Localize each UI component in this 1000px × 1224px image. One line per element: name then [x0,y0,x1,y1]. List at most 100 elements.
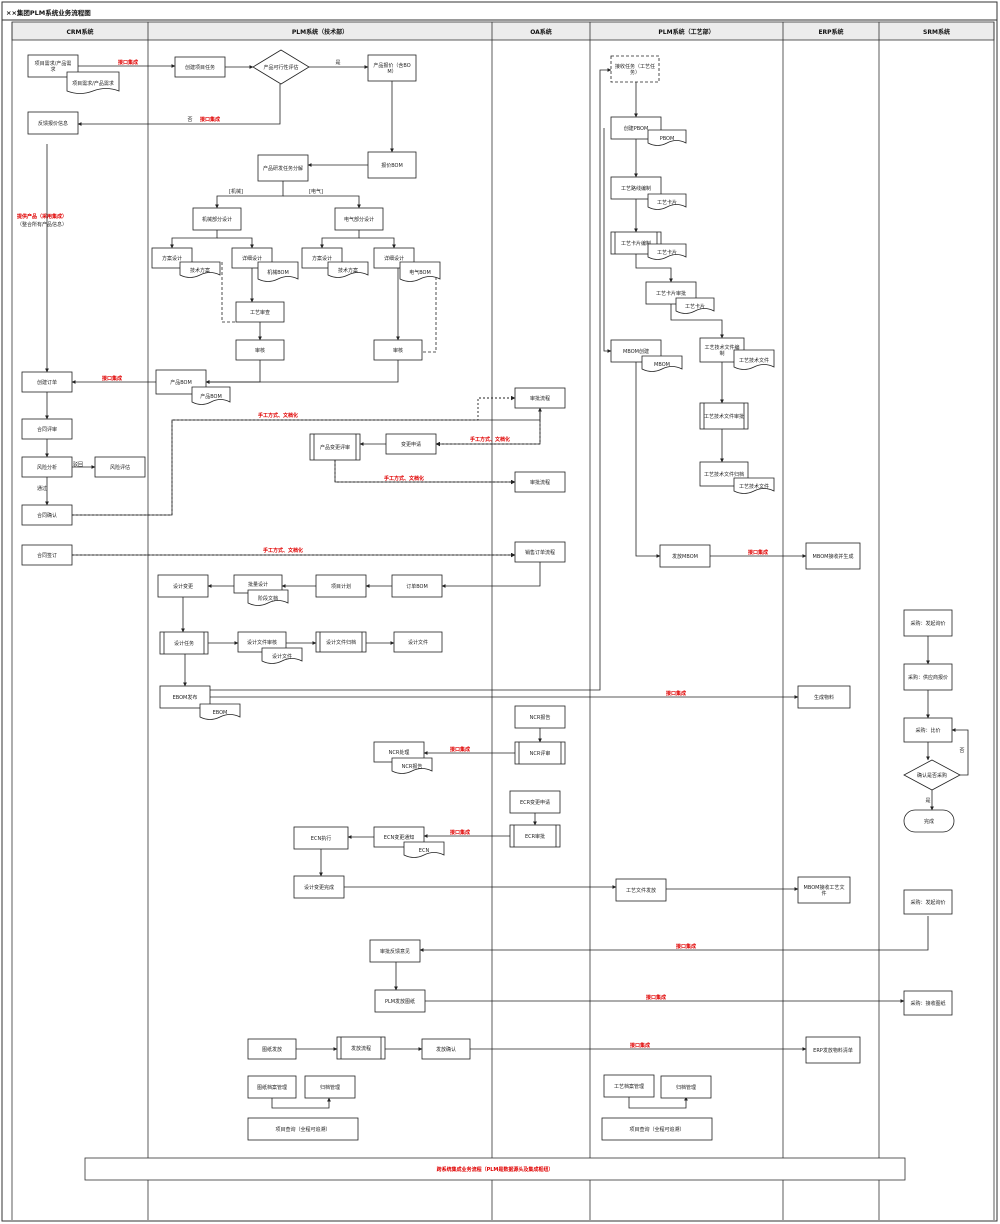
flow-node-label: NCR报告 [530,714,551,721]
flow-node-label: EBOM发布 [173,694,198,701]
edge-label-manual: 手工方式、文档化 [258,412,298,419]
flow-node-label: 工艺档案管理 [614,1083,644,1090]
edge-label-need-elec: [电气] [309,188,323,195]
flow-node-label: 审批反馈意见 [380,948,410,955]
flow-node-label: 设计文件 [408,639,428,646]
flow-node-label: 详细设计 [384,255,404,262]
flow-node-label: 设计变更 [173,583,193,590]
flow-edge [205,360,261,384]
flow-node-plm-doc-archive-doc: 设计文件 [393,631,443,653]
flow-node-oa-contract: 销售订单流程 [514,541,566,563]
flow-node-pp-card-review-doc: 工艺卡片 [675,297,715,314]
flow-node-crm-need-doc: 项目需求/产品需求 [66,71,120,94]
flow-node-plm-archive1: 图纸档案管理 [247,1075,297,1099]
flow-node-label: 项目查询（全程可追溯） [629,1126,684,1133]
flow-node-label: 采购：比价 [915,727,940,734]
flow-node-label: 产品BOM [200,393,222,400]
edge-label-integration: 接口集成 [629,1042,650,1049]
flow-node-label: 工艺卡片审批 [656,290,686,297]
flow-edge-manual [334,460,516,485]
flow-node-oa-ecr: ECR变更申请 [509,790,561,814]
edge-label-yes: 是 [335,60,340,66]
flow-node-label: 工艺技术文件归档 [704,471,744,478]
flow-node-plm-process-review: 工艺审查 [235,301,285,323]
flow-node-label: 工艺技术文件 [739,483,769,490]
flow-node-pp-mbom-doc: MBOM [641,355,683,372]
edge-label-need-mech: [机械] [229,188,243,195]
lane-title: SRM系统 [923,28,950,36]
flow-edge [283,195,361,209]
flow-node-label: 采购：发起询价 [910,620,945,627]
flow-edge-return [221,262,236,323]
flow-edge [419,916,929,952]
flow-node-label: ERP发放物料清单 [813,1047,853,1054]
flow-node-label: 阶段文档 [258,595,278,602]
flow-edge [77,84,281,126]
flow-node-plm-change-apply: 变更申请 [385,433,437,455]
flow-node-label: 工艺审查 [250,309,270,316]
flow-node-plm-issue-flow: 发放流程 [336,1036,386,1060]
flow-edge [217,237,254,249]
flow-node-label: 产品BOM [170,379,192,386]
flow-node-label: EBOM [213,710,228,716]
flow-node-label: 项目计划 [331,583,351,590]
flow-node-plm-mech-scheme-doc: 技术方案 [179,261,221,278]
flow-node-plm-dev-task: 产品研发任务分解 [257,154,309,182]
edge-label-no: 否 [187,117,192,123]
flow-node-label: 机械部分设计 [202,216,232,223]
flow-node-crm-order: 创建订单 [21,371,73,393]
flow-edge [441,562,541,588]
flow-node-label: 审核 [393,347,403,354]
edge-label-reject: 驳回 [73,461,83,468]
flow-node-oa-ncr-report: NCR报告 [514,705,566,729]
flow-node-pp-query: 项目查询（全程可追溯） [601,1117,713,1141]
flow-node-plm-archive2: 归档管理 [304,1075,356,1099]
flow-edge [320,230,360,249]
flow-node-crm-need: 项目需求/产品需求 [27,54,79,78]
flow-node-label: NCR评审 [530,750,551,757]
edge-label-integration: 接口集成 [199,116,220,123]
flow-node-plm-issue: 图纸发放 [247,1038,297,1060]
flow-node-pp-route: 工艺路线编制 [610,176,662,200]
flow-node-plm-review-feedback: 审批反馈意见 [369,939,421,963]
lane-title: PLM系统（技术部） [292,28,348,36]
flow-edge [359,237,396,249]
flow-node-label: 生成物料 [814,694,834,701]
flow-node-label: 工艺卡片 [657,199,677,206]
flow-node-crm-feedback: 反馈报价信息 [27,111,79,135]
flow-node-erp-mbom: MBOM接收并生成 [805,542,861,570]
flow-node-label: 图纸发放 [262,1046,282,1053]
flow-node-plm-ncr-doc: NCR报告 [391,757,433,774]
edge-label-dev: 提供产品（采用集成） [17,213,67,220]
flow-node-oa-ncr-review: NCR评审 [514,741,566,765]
flow-node-label: 审批流程 [530,395,550,402]
flow-node-label: 工艺卡片 [657,249,677,256]
flow-node-plm-change-review: 产品变更评审 [309,433,361,461]
flow-node-crm-contract: 合同评审 [21,418,73,440]
flow-node-label: 图纸档案管理 [257,1084,287,1091]
flow-node-label: NCR报告 [402,763,423,770]
flow-node-label: MBOM创建 [623,348,649,355]
flow-node-plm-query1: 项目查询（全程可追溯） [247,1117,359,1141]
flow-edge [603,128,612,353]
flow-node-label: 风险分析 [37,464,57,471]
flow-node-plm-elec-scheme-doc: 技术方案 [327,261,369,278]
flow-edge [210,68,612,691]
edge-label-integration: 接口集成 [747,549,768,556]
flow-node-plm-eval: 产品可行性评估 [252,49,310,85]
flow-node-plm-elec: 电气部分设计 [334,207,384,231]
flow-node-label: ECR审批 [525,833,545,840]
flow-node-label: 合同评审 [37,426,57,433]
flow-node-label: 采购：发起询价 [910,899,945,906]
diagram-title: ××集团PLM系统业务流程图 [6,8,91,17]
flow-node-label: 设计文件审核 [247,639,277,646]
flow-node-erp-doc: MBOM接收工艺文件 [797,876,851,904]
flow-node-label: 工艺技术文件编制 [704,344,739,357]
flow-node-pp-doc-send: 工艺文件发放 [615,878,667,902]
flow-node-pp-archive1: 工艺档案管理 [603,1074,655,1098]
flow-node-plm-ecn-exec: ECN执行 [293,826,349,850]
flow-node-label: 方案设计 [162,255,182,262]
flow-node-plm-mech-bom: 机械BOM [257,261,299,282]
flow-node-label: 发放流程 [351,1045,371,1052]
